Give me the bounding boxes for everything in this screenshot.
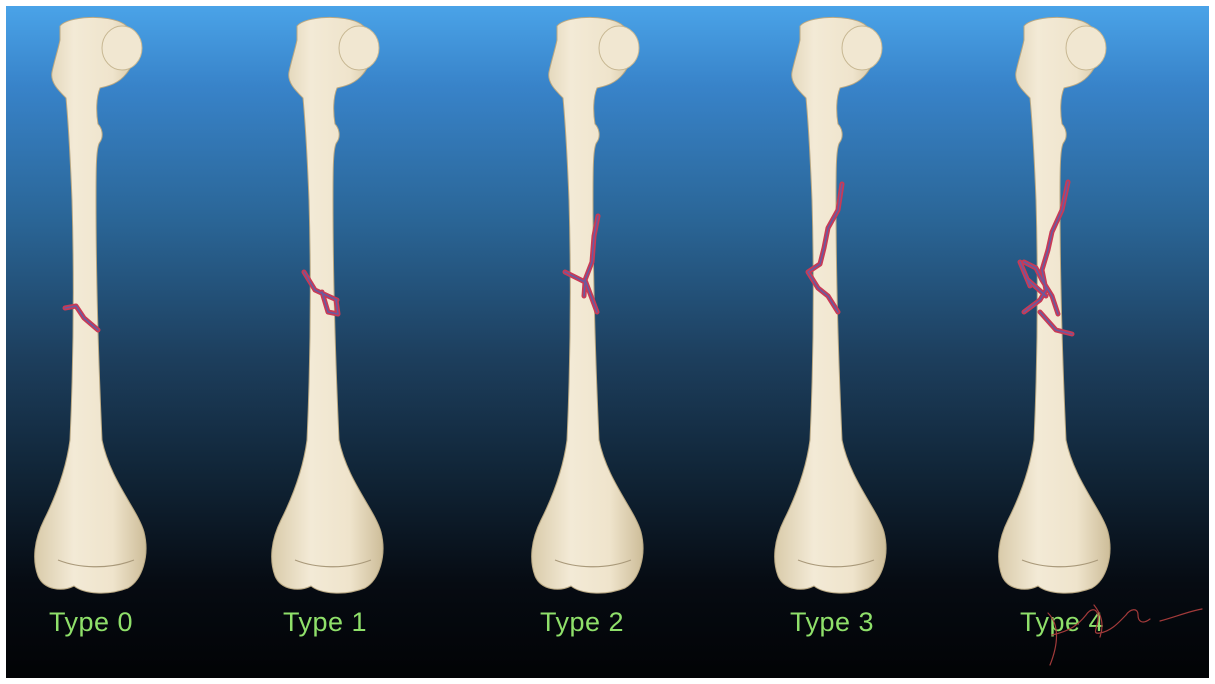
type-0-label: Type 0 (21, 607, 161, 638)
type-3-label: Type 3 (762, 607, 902, 638)
type-2-label: Type 2 (512, 607, 652, 638)
handwritten-signature-icon (1030, 585, 1205, 675)
type-1-label: Type 1 (255, 607, 395, 638)
